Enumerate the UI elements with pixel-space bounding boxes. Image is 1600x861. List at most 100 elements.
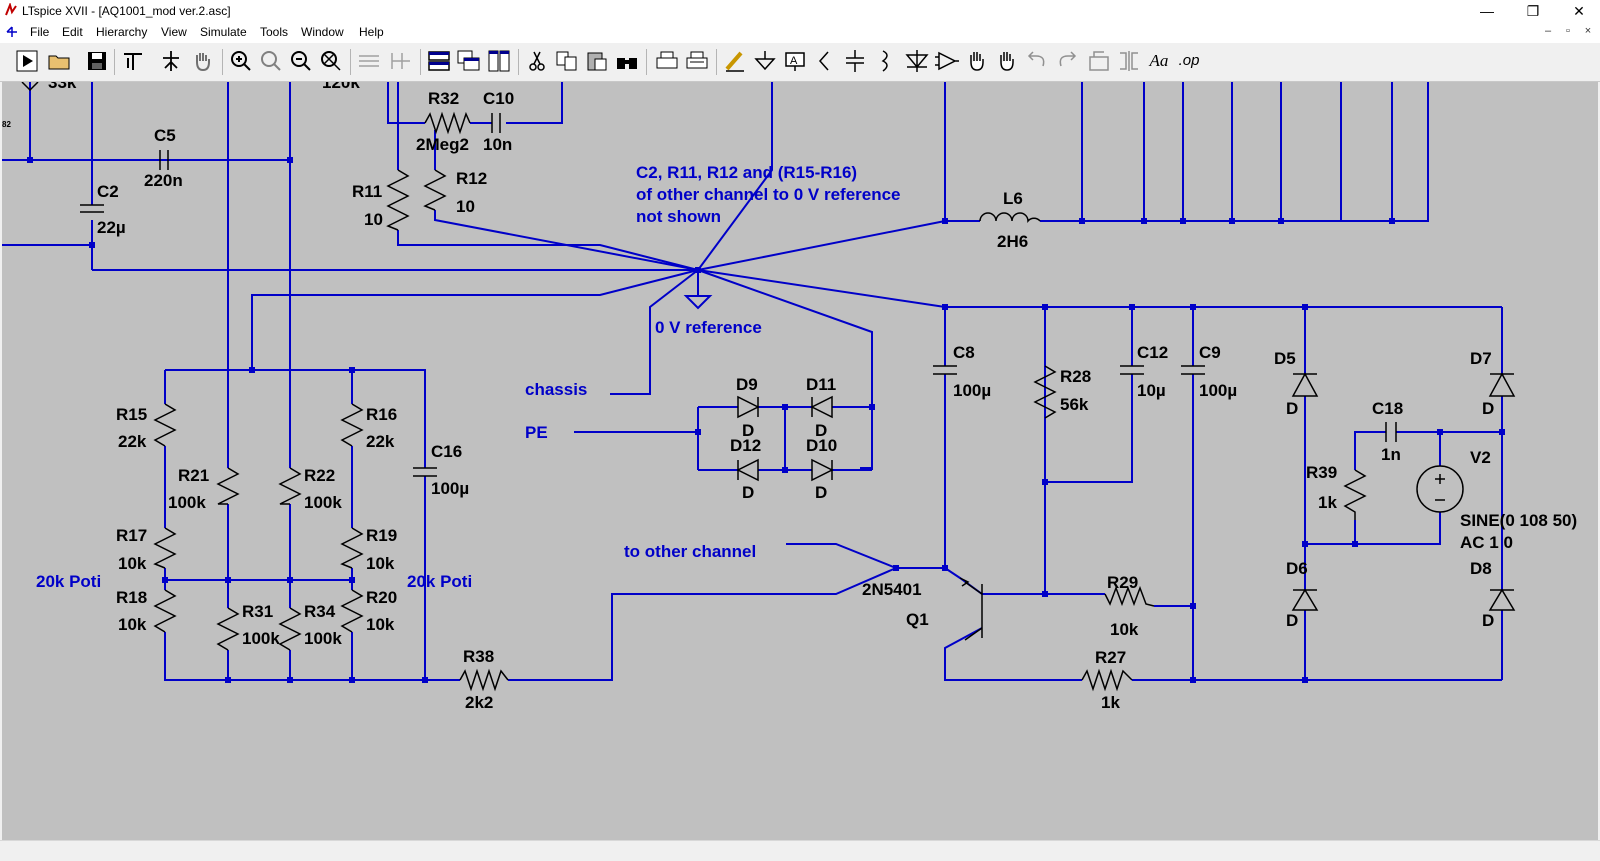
q1-name: Q1 (906, 610, 929, 629)
r18-name: R18 (116, 588, 147, 607)
menu-hierarchy[interactable]: Hierarchy (96, 25, 148, 39)
c2-name: C2 (97, 182, 119, 201)
r39-name: R39 (1306, 463, 1337, 482)
paste-icon[interactable] (584, 48, 610, 74)
toolbar-separator (350, 49, 351, 75)
text-icon[interactable]: Aa (1149, 51, 1169, 70)
inductor-icon[interactable] (872, 48, 898, 74)
r16-value: 22k (366, 432, 395, 451)
halt-icon[interactable] (158, 48, 184, 74)
copy-icon[interactable] (554, 48, 580, 74)
c10-value: 10n (483, 135, 512, 154)
mdi-restore-button[interactable]: ▫ (1566, 25, 1570, 37)
r19-value: 10k (366, 554, 395, 573)
d7-name: D7 (1470, 349, 1492, 368)
mirror-icon[interactable] (1116, 48, 1142, 74)
diode-d12 (736, 458, 759, 482)
inductor-l6 (979, 212, 1041, 223)
marker-icon[interactable] (388, 48, 414, 74)
rotate-icon[interactable] (1086, 48, 1112, 74)
r17-value: 10k (118, 554, 147, 573)
r32-value: 2Meg2 (416, 135, 469, 154)
print-icon[interactable] (654, 48, 680, 74)
resistor-r18 (153, 589, 177, 633)
diode-icon[interactable] (904, 48, 930, 74)
c9-value: 100µ (1199, 381, 1237, 400)
capacitor-c12 (1120, 365, 1144, 375)
r15-name: R15 (116, 405, 147, 424)
menu-view[interactable]: View (161, 25, 187, 39)
run-icon[interactable] (14, 48, 40, 74)
find-icon[interactable] (614, 48, 640, 74)
drag-icon[interactable] (994, 48, 1020, 74)
menu-simulate[interactable]: Simulate (200, 25, 247, 39)
zoom-reset-icon[interactable] (318, 48, 344, 74)
component-symbols (21, 82, 1516, 692)
spice-directive-icon[interactable]: .op (1178, 52, 1200, 69)
c8-value: 100µ (953, 381, 991, 400)
diode-d9 (737, 395, 760, 419)
resistor-icon[interactable] (812, 48, 838, 74)
d12-name: D12 (730, 436, 761, 455)
autorange-icon[interactable] (356, 48, 382, 74)
save-icon[interactable] (84, 48, 110, 74)
voltage-source-v2 (1416, 465, 1464, 513)
r18-value: 10k (118, 615, 147, 634)
wire-icon[interactable] (722, 48, 748, 74)
menu-edit[interactable]: Edit (62, 25, 83, 39)
schematic-canvas[interactable]: 33k 120k 82 C5 220n C2 22µ R32 2Meg2 C10… (2, 82, 1598, 840)
l6-name: L6 (1003, 189, 1023, 208)
d5-name: D5 (1274, 349, 1296, 368)
r29-name: R29 (1107, 573, 1138, 592)
menu-help[interactable]: Help (359, 25, 384, 39)
r31-name: R31 (242, 602, 273, 621)
r12-value: 10 (456, 197, 475, 216)
c12-value: 10µ (1137, 381, 1166, 400)
cut-icon[interactable] (524, 48, 550, 74)
zoom-out-icon[interactable] (288, 48, 314, 74)
capacitor-icon[interactable] (842, 48, 868, 74)
d8-name: D8 (1470, 559, 1492, 578)
control-panel-icon[interactable] (120, 48, 146, 74)
menu-window[interactable]: Window (301, 25, 344, 39)
d6-value: D (1286, 611, 1298, 630)
d7-value: D (1482, 399, 1494, 418)
c18-name: C18 (1372, 399, 1403, 418)
zoom-in-icon[interactable] (228, 48, 254, 74)
diode-d6 (1291, 588, 1319, 611)
zoom-fit-icon[interactable] (258, 48, 284, 74)
ground-icon[interactable] (752, 48, 778, 74)
resistor-r15 (153, 403, 177, 447)
close-button[interactable]: ✕ (1573, 3, 1585, 19)
d8-value: D (1482, 611, 1494, 630)
mdi-close-button[interactable]: × (1584, 25, 1592, 37)
c16-value: 100µ (431, 479, 469, 498)
tile-horizontal-icon[interactable] (426, 48, 452, 74)
schematic-doc-icon[interactable] (4, 24, 20, 40)
mdi-minimize-button[interactable]: – (1544, 25, 1552, 37)
pan-hand-icon[interactable] (190, 48, 216, 74)
undo-icon[interactable] (1024, 48, 1050, 74)
label-icon[interactable]: A (782, 48, 808, 74)
r20-name: R20 (366, 588, 397, 607)
v2-value: SINE(0 108 50) (1460, 511, 1577, 530)
print-setup-icon[interactable] (684, 48, 710, 74)
menu-file[interactable]: File (30, 25, 50, 39)
move-icon[interactable] (964, 48, 990, 74)
d10-value: D (815, 483, 827, 502)
d9-value: D (742, 421, 754, 440)
open-icon[interactable] (46, 48, 72, 74)
c5-name: C5 (154, 126, 176, 145)
d11-name: D11 (806, 375, 836, 394)
comment-pe: PE (525, 423, 548, 442)
r27-name: R27 (1095, 648, 1126, 667)
minimize-button[interactable]: — (1480, 3, 1494, 19)
maximize-button[interactable]: ❐ (1526, 3, 1540, 19)
d11-value: D (815, 421, 827, 440)
redo-icon[interactable] (1054, 48, 1080, 74)
tile-vertical-icon[interactable] (486, 48, 512, 74)
menu-tools[interactable]: Tools (260, 25, 289, 39)
cascade-icon[interactable] (456, 48, 482, 74)
component-icon[interactable] (934, 48, 960, 74)
d5-value: D (1286, 399, 1298, 418)
